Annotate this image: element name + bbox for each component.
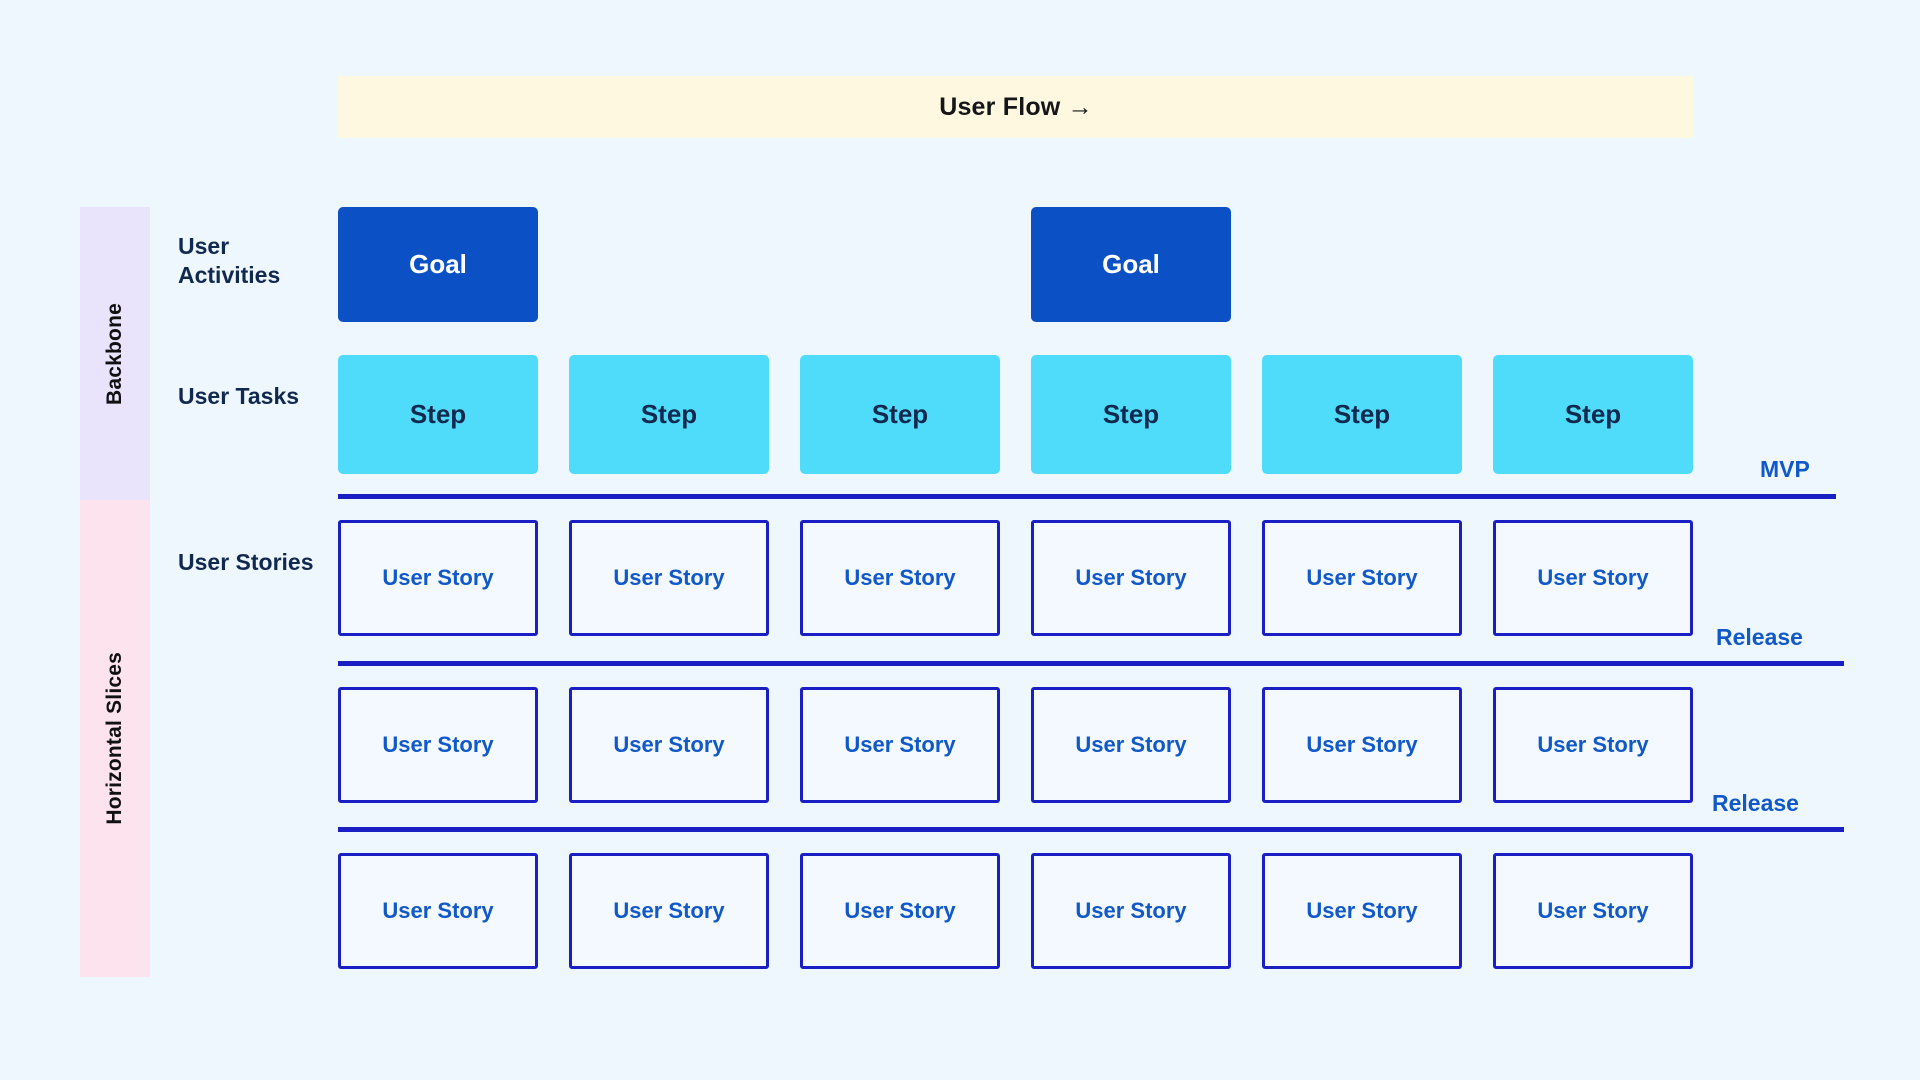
section-label-horizontal-slices: Horizontal Slices bbox=[103, 652, 126, 825]
release-divider-label-1: Release bbox=[1716, 624, 1803, 650]
row-label-user-activities: User Activities bbox=[178, 233, 281, 288]
row-label-user-tasks: User Tasks bbox=[178, 383, 300, 409]
section-band-backbone: Backbone bbox=[80, 207, 150, 500]
user-story-card[interactable]: User Story bbox=[1493, 687, 1693, 803]
user-flow-label: User Flow → bbox=[939, 92, 1093, 121]
section-label-backbone: Backbone bbox=[103, 302, 126, 405]
user-story-card[interactable]: User Story bbox=[800, 853, 1000, 969]
user-story-card[interactable]: User Story bbox=[1031, 520, 1231, 636]
step-card-2[interactable]: Step bbox=[569, 355, 769, 474]
user-story-card[interactable]: User Story bbox=[1031, 687, 1231, 803]
user-story-card[interactable]: User Story bbox=[1262, 853, 1462, 969]
user-flow-banner: User Flow → bbox=[338, 76, 1694, 138]
user-story-card[interactable]: User Story bbox=[338, 520, 538, 636]
user-story-card[interactable]: User Story bbox=[1262, 520, 1462, 636]
user-story-card[interactable]: User Story bbox=[338, 853, 538, 969]
mvp-divider-line bbox=[338, 494, 1836, 499]
release-divider-line-2 bbox=[338, 827, 1844, 832]
user-story-card[interactable]: User Story bbox=[569, 853, 769, 969]
user-story-card[interactable]: User Story bbox=[1262, 687, 1462, 803]
user-story-card[interactable]: User Story bbox=[338, 687, 538, 803]
mvp-divider-label: MVP bbox=[1760, 456, 1810, 482]
row-label-user-stories: User Stories bbox=[178, 549, 314, 575]
goal-card-1[interactable]: Goal bbox=[338, 207, 538, 322]
section-band-horizontal-slices: Horizontal Slices bbox=[80, 500, 150, 977]
step-card-1[interactable]: Step bbox=[338, 355, 538, 474]
step-card-5[interactable]: Step bbox=[1262, 355, 1462, 474]
release-divider-label-2: Release bbox=[1712, 790, 1799, 816]
release-divider-line-1 bbox=[338, 661, 1844, 666]
user-story-card[interactable]: User Story bbox=[569, 520, 769, 636]
card-grid: Goal Goal Step Step Step Step Step Step … bbox=[338, 0, 1758, 1080]
user-story-card[interactable]: User Story bbox=[569, 687, 769, 803]
user-story-card[interactable]: User Story bbox=[1493, 520, 1693, 636]
user-story-card[interactable]: User Story bbox=[1493, 853, 1693, 969]
goal-card-2[interactable]: Goal bbox=[1031, 207, 1231, 322]
step-card-6[interactable]: Step bbox=[1493, 355, 1693, 474]
user-story-card[interactable]: User Story bbox=[1031, 853, 1231, 969]
user-story-card[interactable]: User Story bbox=[800, 520, 1000, 636]
step-card-3[interactable]: Step bbox=[800, 355, 1000, 474]
step-card-4[interactable]: Step bbox=[1031, 355, 1231, 474]
user-story-card[interactable]: User Story bbox=[800, 687, 1000, 803]
